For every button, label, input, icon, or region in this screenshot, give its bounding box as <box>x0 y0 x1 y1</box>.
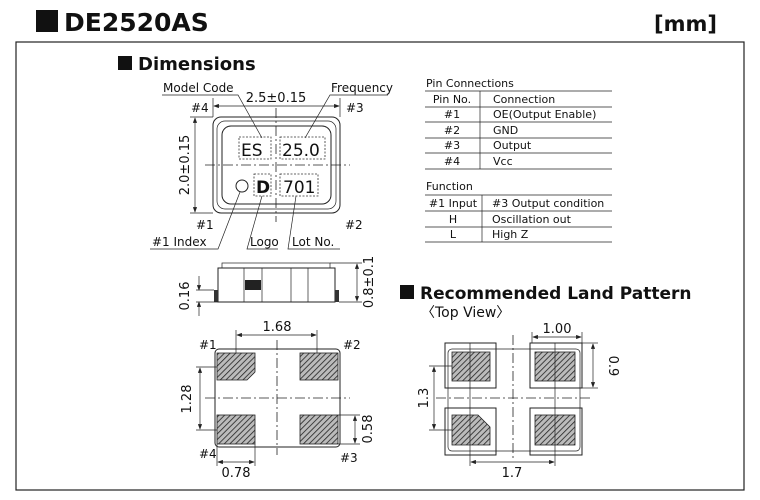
index-label: #1 Index <box>152 235 207 249</box>
frequency-label: Frequency <box>331 81 393 95</box>
side-view: 0.16 0.8±0.1 <box>178 256 377 316</box>
function-table: Function #1 Input #3 Output condition H … <box>425 180 612 243</box>
pad-pitch-x-dimension: 1.68 <box>263 320 292 335</box>
top-view: ES 25.0 D 701 2.5±0.15 2.0±0.15 Model Co… <box>150 81 393 250</box>
pin3-label: #3 <box>346 101 364 115</box>
section-square-icon <box>400 285 414 299</box>
dimensions-heading: Dimensions <box>138 54 256 75</box>
package-height-dimension: 0.8±0.1 <box>362 256 377 308</box>
land-pattern-subheading: 〈Top View〉 <box>421 305 510 321</box>
drawing-frame <box>15 41 745 491</box>
model-code-label: Model Code <box>163 81 234 95</box>
output-cell: High Z <box>492 228 529 241</box>
pin4-label: #4 <box>191 101 209 115</box>
lot-label: Lot No. <box>292 235 334 249</box>
input-cell: L <box>450 228 457 241</box>
pin1-label: #1 <box>196 218 214 232</box>
pin-cell: #2 <box>444 124 460 137</box>
input-cell: H <box>449 213 457 226</box>
marking-logo: D <box>256 178 270 198</box>
land-pitch-y-dimension: 1.3 <box>417 388 432 409</box>
page-title: DE2520AS <box>64 8 209 37</box>
logo-label: Logo <box>250 235 279 249</box>
land-pad-height-dimension: 0.9 <box>605 356 620 377</box>
pin-cell: #1 <box>444 108 460 121</box>
width-dimension: 2.5±0.15 <box>246 91 307 106</box>
land-pad-width-dimension: 1.00 <box>543 322 572 337</box>
pin-connections-table: Pin Connections Pin No. Connection #1 OE… <box>425 77 612 170</box>
pin2-label: #2 <box>345 218 363 232</box>
pad-height-dimension: 0.16 <box>178 282 193 311</box>
bottom-pin1-label: #1 <box>199 338 217 352</box>
output-cell: Oscillation out <box>492 213 572 226</box>
connection-cell: Vcc <box>493 155 513 168</box>
height-dimension: 2.0±0.15 <box>178 135 193 196</box>
pin-cell: #3 <box>444 139 460 152</box>
land-pattern-heading: Recommended Land Pattern <box>420 284 691 304</box>
land-pitch-x-dimension: 1.7 <box>502 466 523 481</box>
connection-cell: Output <box>493 139 532 152</box>
header-pin-no: Pin No. <box>433 93 471 106</box>
bottom-pin4-label: #4 <box>199 447 217 461</box>
land-pattern-drawing: 1.7 1.00 0.9 1.3 <box>417 322 620 481</box>
pad-pitch-y-dimension: 1.28 <box>180 385 195 414</box>
connection-cell: GND <box>493 124 518 137</box>
header-connection: Connection <box>493 93 555 106</box>
bottom-pin3-label: #3 <box>340 451 358 465</box>
pin1-index-mark <box>235 179 249 193</box>
pad-width-dimension: 0.78 <box>222 466 251 481</box>
marking-lot: 701 <box>283 178 315 198</box>
function-title: Function <box>426 180 473 193</box>
header-output-condition: #3 Output condition <box>492 197 604 210</box>
header-input: #1 Input <box>429 197 478 210</box>
marking-frequency: 25.0 <box>282 141 320 161</box>
pin-connections-title: Pin Connections <box>426 77 514 90</box>
pad-height-dimension-bottom: 0.58 <box>361 415 376 444</box>
bottom-view: 1.68 1.28 0.58 0.78 #1 #2 #4 #3 <box>180 320 376 481</box>
connection-cell: OE(Output Enable) <box>493 108 596 121</box>
title-square-icon <box>36 10 58 32</box>
unit-label: [mm] <box>654 12 717 36</box>
bottom-pin2-label: #2 <box>343 338 361 352</box>
pin-cell: #4 <box>444 155 460 168</box>
marking-model-code: ES <box>241 141 263 161</box>
section-square-icon <box>118 56 132 70</box>
